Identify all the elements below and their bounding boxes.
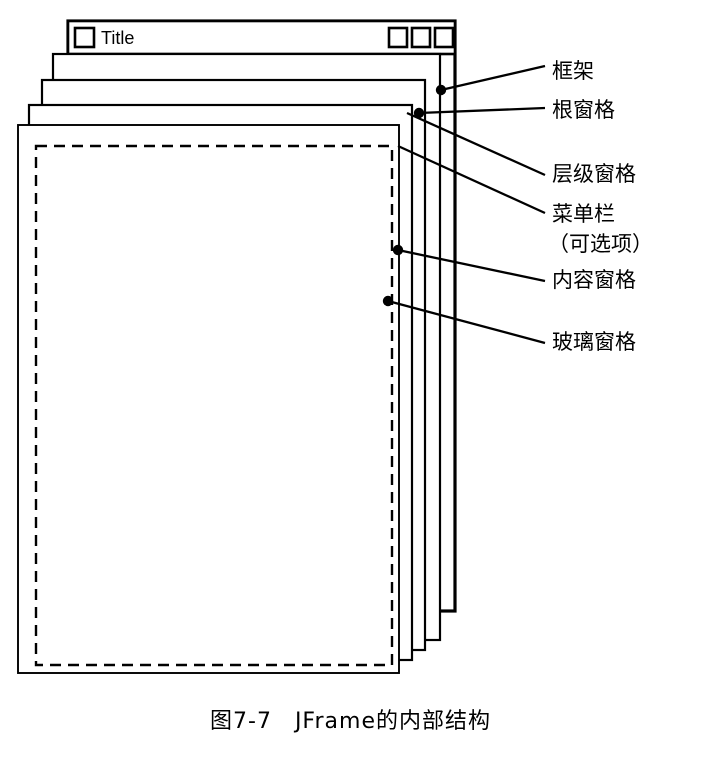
- window-title-text: Title: [101, 28, 134, 48]
- maximize-button[interactable]: [410, 26, 432, 49]
- pane-glass: [34, 144, 394, 667]
- figure-caption: 图7-7 JFrame的内部结构: [210, 709, 491, 734]
- callout-label-layered-pane: 层级窗格: [552, 162, 636, 186]
- pane-content: [17, 124, 400, 674]
- leader-root-pane: [413, 106, 546, 119]
- callout-label-menu-bar-sub: （可选项）: [548, 232, 653, 256]
- window-menu-icon[interactable]: [73, 26, 96, 49]
- callout-label-glass-pane: 玻璃窗格: [552, 330, 636, 354]
- minimize-button[interactable]: [387, 26, 409, 49]
- close-button[interactable]: [433, 26, 455, 49]
- callout-label-content-pane: 内容窗格: [552, 268, 636, 292]
- callout-label-root-pane: 根窗格: [552, 98, 615, 122]
- leader-layered-pane: [406, 111, 546, 177]
- leader-glass-pane: [382, 295, 546, 345]
- leader-menu-bar: [397, 144, 546, 215]
- callout-label-menu-bar: 菜单栏: [552, 202, 615, 226]
- callout-label-frame: 框架: [552, 59, 594, 83]
- leader-frame: [435, 64, 546, 96]
- window-titlebar: [66, 19, 457, 56]
- leader-content-pane: [392, 244, 546, 283]
